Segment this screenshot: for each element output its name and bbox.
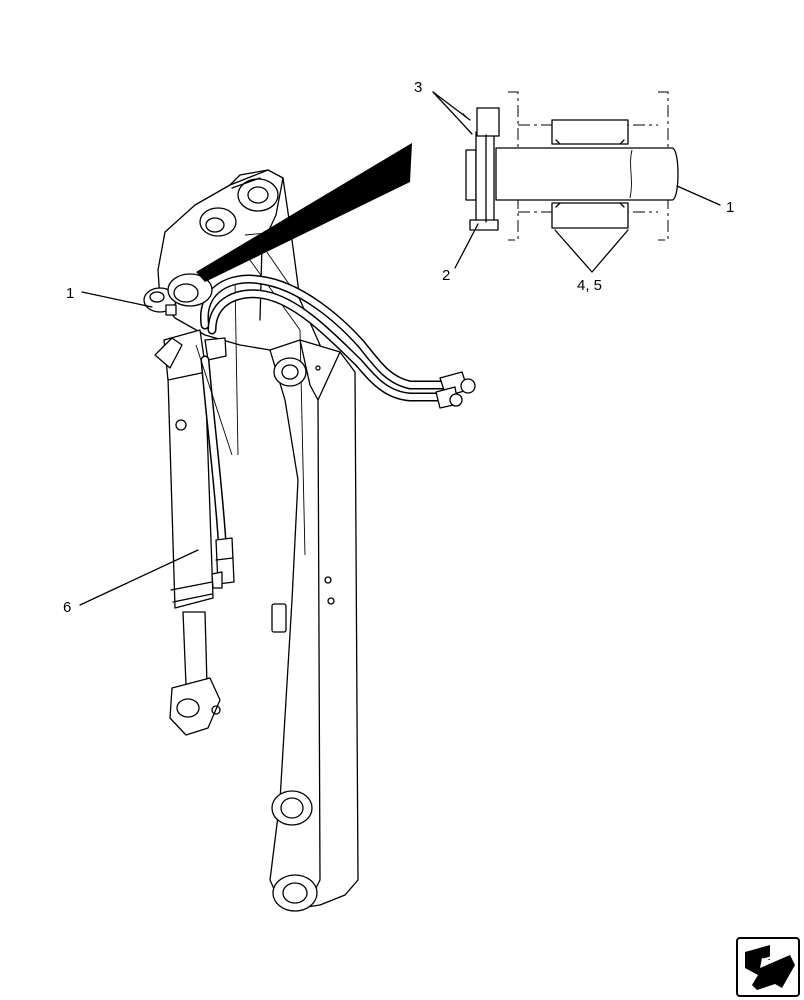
callout-4-5: 4, 5 [577,277,602,294]
pin-detail-view [465,91,679,241]
callout-1-main: 1 [66,285,74,302]
hydraulic-hoses [195,274,476,589]
leader-lines [79,91,721,606]
detail-pointer-wedge [196,143,412,282]
pivot-pin-main [165,273,213,316]
callout-2: 2 [442,267,450,284]
callout-1-detail: 1 [726,199,734,216]
hydraulic-cylinder [143,287,227,736]
arm-boom [157,169,359,912]
callout-3: 3 [414,79,422,96]
callout-6: 6 [63,599,71,616]
page-turn-arrow-icon[interactable] [736,937,800,997]
